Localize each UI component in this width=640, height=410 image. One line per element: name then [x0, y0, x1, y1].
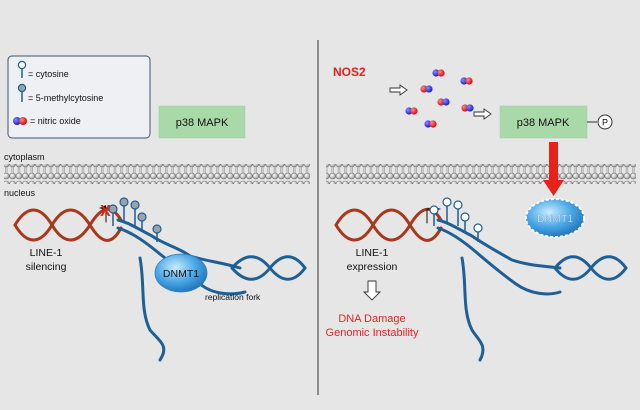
right-dnmt1-label: DNMT1 [537, 213, 573, 225]
right-line1-dna [334, 206, 628, 362]
nitric-oxide-molecule [461, 104, 474, 112]
right-nuclear-membrane [326, 164, 636, 184]
outcome-arrow [362, 280, 382, 301]
phosphate-badge: P [597, 114, 613, 130]
legend-cytosine-label: = cytosine [28, 69, 69, 79]
legend-nitric-oxide-label: = nitric oxide [30, 116, 81, 126]
legend: = cytosine = 5-methylcytosine = nitric o… [7, 55, 151, 139]
right-line1-state: expression [347, 261, 398, 273]
legend-box [7, 55, 151, 139]
methylcytosine-icon [17, 83, 27, 102]
left-dnmt1-label: DNMT1 [163, 268, 199, 280]
right-p38-mapk-label: p38 MAPK [517, 117, 570, 129]
cytosine-icon [17, 60, 27, 78]
left-line1-state: silencing [26, 261, 67, 273]
nitric-oxide-molecule [460, 77, 473, 85]
left-methylcytosines [108, 197, 162, 242]
nos2-arrow [389, 84, 408, 96]
right-dnmt1-enzyme: DNMT1 [525, 198, 585, 238]
right-cytosines [429, 197, 483, 242]
cytoplasm-label: cytoplasm [4, 152, 45, 162]
phosphate-label: P [602, 118, 608, 128]
left-dnmt1-enzyme: DNMT1 [154, 253, 208, 293]
nitric-oxide-molecule [432, 69, 445, 77]
replication-fork-label: replication fork [205, 292, 261, 302]
no-to-kinase-arrow [473, 108, 492, 120]
nitric-oxide-molecule [420, 85, 433, 93]
transcription-blocked-mark: X [100, 203, 111, 220]
nitric-oxide-molecule [405, 107, 418, 115]
outcome-dna-damage: DNA Damage [338, 313, 405, 325]
left-p38-mapk-box: p38 MAPK [158, 105, 246, 139]
nucleus-label: nucleus [4, 188, 36, 198]
nitric-oxide-molecule [424, 120, 437, 128]
activation-arrow [543, 142, 564, 196]
nitric-oxide-icon [13, 117, 27, 125]
left-nuclear-membrane [4, 164, 310, 184]
right-p38-mapk-box: p38 MAPK [499, 105, 588, 139]
legend-methylcytosine-label: = 5-methylcytosine [28, 93, 103, 103]
left-p38-mapk-label: p38 MAPK [176, 117, 229, 129]
right-line1-label: LINE-1 [356, 247, 389, 259]
nos2-label: NOS2 [333, 65, 366, 79]
left-line1-label: LINE-1 [30, 247, 63, 259]
nitric-oxide-molecule [437, 98, 450, 106]
outcome-genomic-instability: Genomic Instability [326, 327, 419, 339]
nitric-oxide-molecules [405, 69, 474, 128]
